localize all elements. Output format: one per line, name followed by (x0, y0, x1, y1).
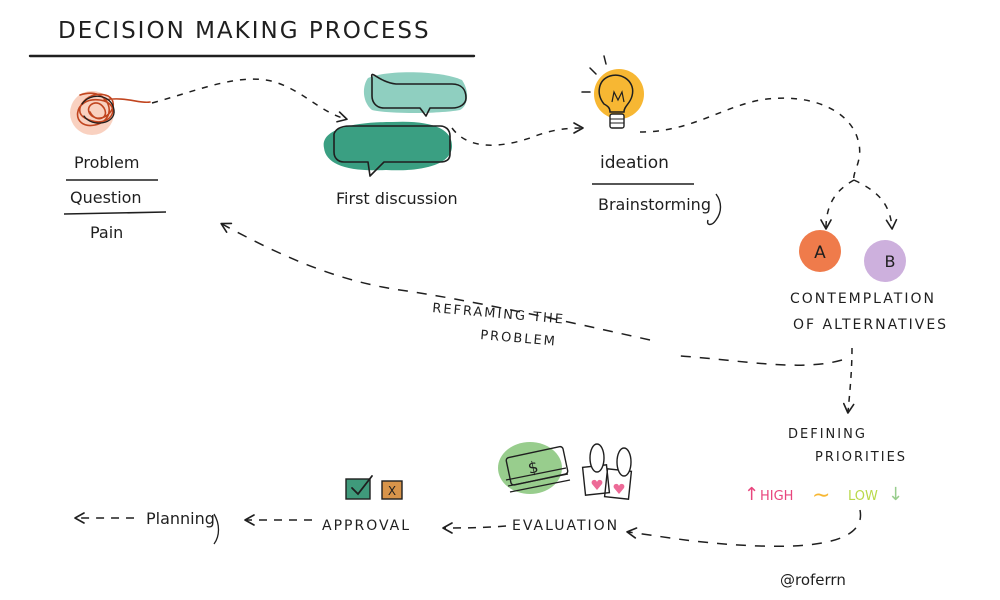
alternative-b-circle (864, 240, 906, 282)
comparison-icon (581, 443, 633, 500)
connector-evaluation-approval (442, 522, 507, 534)
money-icon: $ (498, 442, 571, 494)
speech-bubbles-icon (323, 72, 468, 177)
checkbox-icon (345, 475, 373, 500)
connector-branch-b (853, 179, 898, 230)
problem-divider-2 (63, 211, 167, 215)
approval-node: X APPROVAL (322, 475, 411, 534)
problem-label: Problem (74, 153, 139, 172)
high-label: HIGH (760, 489, 793, 504)
discussion-label: First discussion (336, 189, 458, 208)
evaluation-label: EVALUATION (512, 518, 619, 534)
problem-node: Problem Question Pain (63, 91, 167, 242)
low-label: LOW (848, 489, 878, 504)
priorities-node: DEFINING PRIORITIES ↑ HIGH ∼ LOW ↓ (744, 427, 907, 508)
contemplation-label: CONTEMPLATION (790, 291, 936, 307)
alternative-a-circle (799, 230, 841, 272)
alternative-b-label: B (885, 252, 896, 271)
evaluation-node: $ EVALUATION (498, 442, 633, 534)
approval-label: APPROVAL (322, 518, 411, 534)
diagram-title: DECISION MAKING PROCESS (58, 18, 431, 44)
brainstorming-flourish (706, 193, 722, 226)
defining-label: DEFINING (788, 427, 867, 442)
ideation-label: ideation (600, 153, 669, 173)
author-credit: @roferrn (780, 571, 846, 589)
reframing-label-line2: PROBLEM (480, 328, 558, 350)
discussion-node: First discussion (323, 72, 468, 208)
connector-alternatives-priorities (842, 347, 855, 414)
x-mark: X (388, 484, 396, 498)
connector-problem-discussion (151, 78, 348, 123)
pain-label: Pain (90, 223, 123, 242)
ideation-node: ideation Brainstorming (581, 55, 722, 226)
x-box-icon: X (381, 480, 403, 500)
connector-priorities-evaluation (626, 509, 862, 548)
question-label: Question (70, 188, 142, 207)
connector-reframing (222, 224, 843, 366)
low-arrow-icon: ↓ (888, 484, 903, 505)
alternatives-label: OF ALTERNATIVES (793, 317, 948, 333)
connector-discussion-ideation (451, 122, 584, 146)
alternatives-node: A B CONTEMPLATION OF ALTERNATIVES (790, 230, 948, 333)
planning-flourish (213, 513, 220, 545)
brainstorming-label: Brainstorming (598, 195, 711, 214)
connector-ideation-alternatives (639, 97, 861, 181)
scribble-icon (70, 91, 151, 135)
lightbulb-icon (581, 55, 644, 129)
planning-label: Planning (146, 509, 215, 528)
priorities-label: PRIORITIES (815, 450, 907, 465)
reframing-label-line1: REFRAMING THE (432, 301, 566, 328)
connector-branch-a (820, 179, 855, 230)
tilde-icon: ∼ (812, 483, 830, 508)
alternative-a-label: A (814, 243, 826, 263)
dollar-sign: $ (526, 457, 540, 478)
planning-node: Planning (146, 509, 220, 545)
high-arrow-icon: ↑ (744, 484, 759, 505)
